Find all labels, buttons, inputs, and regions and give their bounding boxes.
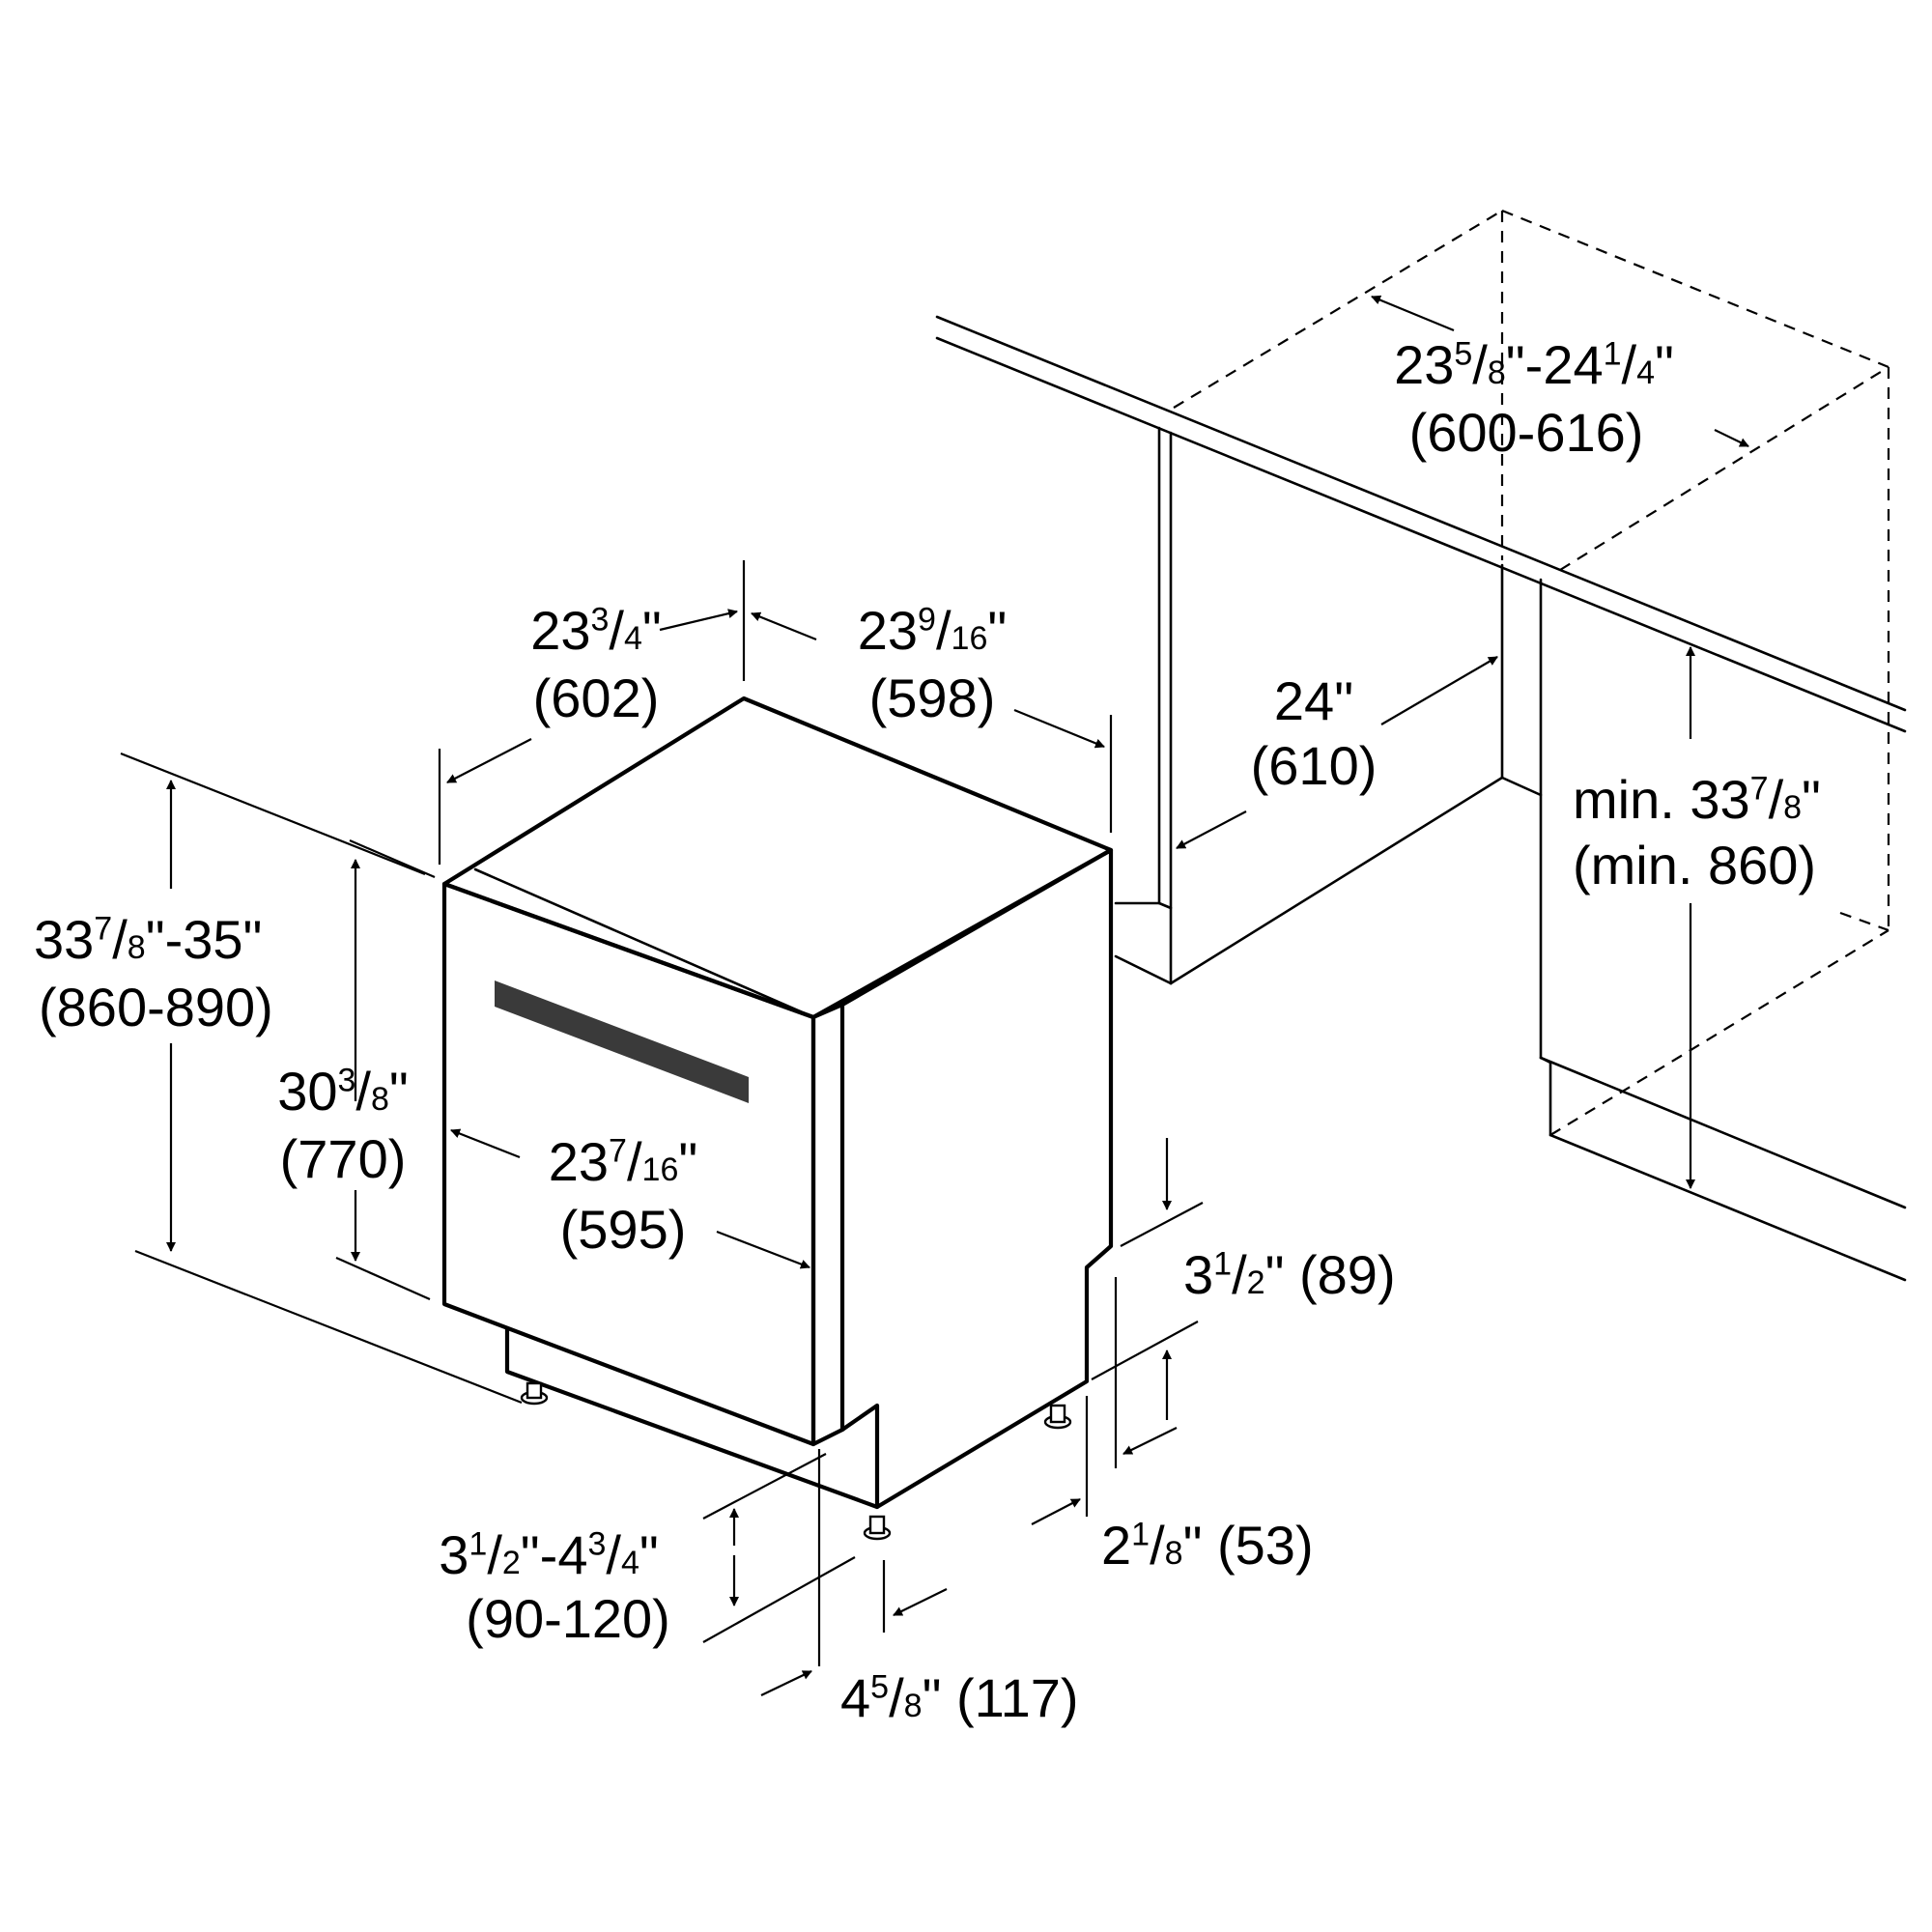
countertop-top-edge [935,315,1907,712]
arrow-depth-right [659,609,738,632]
dishwasher-plinth [504,1326,880,1510]
arrow-width-left [751,611,817,641]
total-height-metric-label: (860-890) [39,977,273,1037]
dishwasher-side [839,847,1114,1510]
ext-line-plinth-top [702,1453,827,1520]
niche-dash-top-right [1559,366,1889,571]
door-width-metric-label: (595) [559,1199,687,1260]
cabinet-niche [935,209,1907,1282]
dishwasher-top [441,696,1114,1020]
niche-dash-top-back [1501,209,1889,369]
niche-width-metric-label: (600-616) [1408,402,1644,463]
toekick-height-label: 31/2" (89) [1183,1244,1396,1305]
arrow-door-width-left [450,1128,521,1159]
arrow-width-right [1013,708,1105,749]
niche-width-imperial-label: 235/8"-241/4" [1394,334,1674,395]
ext-line-total-height-top [120,752,426,876]
niche-dash-bottom [1549,929,1889,1136]
niche-height-imperial-label: min. 337/8" [1573,769,1821,830]
foot-back-right-stem [1049,1404,1066,1424]
door-width-imperial-label: 237/16" [548,1131,698,1192]
door-height-imperial-label: 303/8" [277,1061,409,1122]
arrow-toekick-depth-right [1122,1427,1178,1455]
niche-depth-metric-label: (610) [1250,735,1378,796]
right-cabinet-floor-a [1539,1056,1907,1209]
plinth-height-metric-label: (90-120) [466,1588,670,1649]
niche-back-floor [1500,776,1543,797]
door-height-metric-label: (770) [279,1128,407,1189]
niche-dash-top-left [1173,210,1503,409]
ext-line-door-bottom [335,1256,431,1301]
ext-line-toekick-top [1120,1202,1204,1247]
dimension-lines [120,295,1749,1696]
arrow-depth-left [446,738,532,783]
niche-floor-left [1169,776,1504,985]
dishwasher-top-lip [473,867,815,1019]
toekick-depth-label: 21/8" (53) [1101,1515,1314,1576]
dishwasher-body [441,696,1114,1541]
width-metric-label: (598) [868,668,996,728]
ext-line-total-height-bottom [134,1249,523,1405]
feet [520,1381,1072,1541]
depth-imperial-label: 233/4" [530,600,662,661]
niche-depth-imperial-label: 24" [1273,670,1354,731]
ext-line-toekick-bottom [1091,1321,1199,1380]
right-cabinet-corner [1539,1056,1552,1065]
ext-line-plinth-bottom [702,1556,856,1643]
arrow-plinth-depth-left [760,1670,812,1696]
arrow-door-width-right [716,1230,810,1269]
arrow-niche-width-left [1371,295,1455,332]
arrow-plinth-depth-right [893,1588,948,1616]
plinth-height-imperial-label: 31/2"-43/4" [439,1524,659,1585]
foot-front-left-stem [526,1381,543,1400]
foot-front-right-stem [868,1515,886,1535]
total-height-imperial-label: 337/8"-35" [34,909,263,970]
arrow-toekick-depth-left [1031,1498,1081,1525]
ext-line-door-top [349,838,436,879]
arrow-niche-depth-right [1380,656,1498,725]
depth-metric-label: (602) [532,668,660,728]
width-imperial-label: 239/16" [857,600,1008,661]
countertop-bottom-edge [935,336,1907,733]
arrow-niche-width-right [1714,429,1749,447]
arrow-niche-depth-left [1176,810,1247,849]
niche-dash-right-bottom [1839,911,1889,932]
niche-height-metric-label: (min. 860) [1573,835,1817,895]
right-cabinet-floor-b [1548,1133,1907,1282]
door-handle [495,980,749,1103]
dishwasher-door-edge [810,1002,845,1447]
left-cabinet-floor-front [1114,954,1173,985]
left-cabinet-base [1114,901,1173,910]
plinth-depth-label: 45/8" (117) [840,1667,1079,1728]
